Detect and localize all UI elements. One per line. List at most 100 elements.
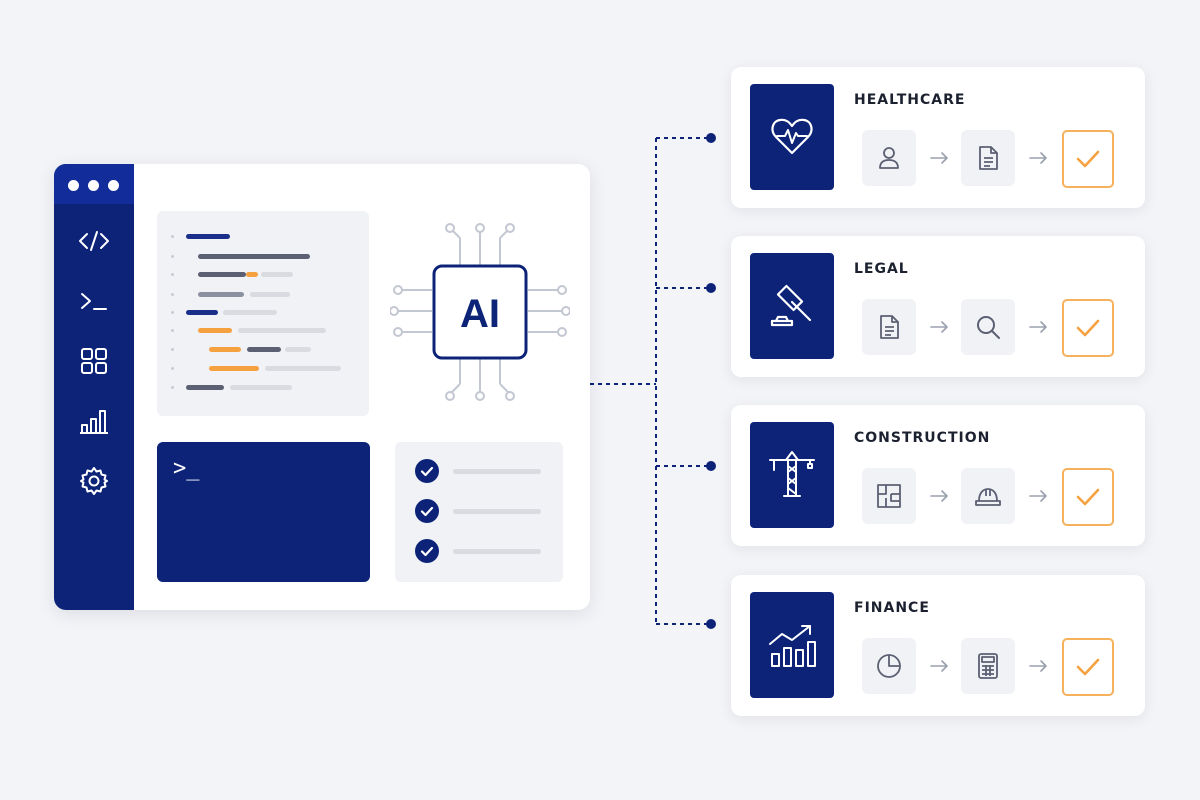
task-item[interactable] bbox=[415, 499, 545, 523]
gavel-icon bbox=[770, 284, 812, 327]
arrow-right-icon bbox=[930, 321, 948, 333]
code-line bbox=[230, 385, 292, 390]
window-control-dot[interactable] bbox=[88, 180, 99, 191]
arrow-right-icon bbox=[1029, 660, 1047, 672]
workflow-complete-step[interactable] bbox=[1062, 130, 1114, 188]
industry-card-legal[interactable]: LEGAL bbox=[731, 236, 1145, 377]
search-icon bbox=[977, 316, 1000, 339]
arrow-right-icon bbox=[930, 490, 948, 502]
code-line bbox=[250, 292, 290, 297]
check-icon bbox=[1076, 319, 1100, 337]
arrow-right-icon bbox=[930, 152, 948, 164]
workflow-step[interactable] bbox=[961, 299, 1015, 355]
workflow-complete-step[interactable] bbox=[1062, 299, 1114, 357]
workflow-step[interactable] bbox=[862, 638, 916, 694]
growth-chart-icon bbox=[769, 625, 816, 667]
terminal-icon[interactable] bbox=[76, 283, 112, 319]
task-text-placeholder bbox=[453, 469, 541, 474]
workflow-step[interactable] bbox=[961, 638, 1015, 694]
code-line bbox=[265, 366, 341, 371]
code-line bbox=[223, 310, 277, 315]
ai-chip-label: AI bbox=[460, 292, 500, 336]
industry-tile bbox=[750, 592, 834, 698]
pie-chart-icon bbox=[877, 654, 901, 678]
ai-chip-graphic: AI bbox=[390, 223, 570, 401]
check-icon bbox=[1076, 488, 1100, 506]
code-line bbox=[198, 292, 244, 297]
code-line bbox=[238, 328, 326, 333]
check-icon bbox=[1076, 658, 1100, 676]
crane-icon bbox=[769, 451, 815, 497]
code-token bbox=[246, 272, 258, 277]
code-token bbox=[209, 366, 259, 371]
code-token bbox=[198, 328, 232, 333]
code-line bbox=[247, 347, 281, 352]
window-title-bar bbox=[54, 164, 134, 204]
task-item[interactable] bbox=[415, 459, 545, 483]
arrow-right-icon bbox=[1029, 321, 1047, 333]
task-text-placeholder bbox=[453, 549, 541, 554]
workflow-complete-step[interactable] bbox=[1062, 638, 1114, 696]
code-line bbox=[186, 310, 218, 315]
line-number bbox=[171, 329, 174, 332]
window-control-dot[interactable] bbox=[108, 180, 119, 191]
heart-pulse-icon bbox=[771, 118, 813, 155]
code-line bbox=[186, 234, 230, 239]
arrow-right-icon bbox=[1029, 152, 1047, 164]
workflow-step[interactable] bbox=[961, 468, 1015, 524]
document-icon bbox=[880, 315, 899, 339]
blueprint-icon bbox=[877, 484, 901, 508]
line-number bbox=[171, 311, 174, 314]
check-icon bbox=[1076, 150, 1100, 168]
code-icon[interactable] bbox=[76, 223, 112, 259]
code-line bbox=[198, 272, 246, 277]
hard-hat-icon bbox=[975, 488, 1001, 506]
code-line bbox=[198, 254, 310, 259]
industry-title: HEALTHCARE bbox=[854, 92, 966, 108]
check-circle-icon bbox=[415, 539, 439, 563]
terminal-prompt: >_ bbox=[173, 456, 200, 481]
industry-tile bbox=[750, 422, 834, 528]
code-line bbox=[186, 385, 224, 390]
workflow-step[interactable] bbox=[961, 130, 1015, 186]
workflow-step[interactable] bbox=[862, 299, 916, 355]
line-number bbox=[171, 235, 174, 238]
code-token bbox=[209, 347, 241, 352]
app-window: AI >_ bbox=[54, 164, 590, 610]
industry-card-healthcare[interactable]: HEALTHCARE bbox=[731, 67, 1145, 208]
industry-tile bbox=[750, 253, 834, 359]
industry-card-construction[interactable]: CONSTRUCTION bbox=[731, 405, 1145, 546]
grid-icon[interactable] bbox=[76, 343, 112, 379]
user-icon bbox=[879, 147, 899, 169]
line-number bbox=[171, 348, 174, 351]
task-item[interactable] bbox=[415, 539, 545, 563]
industry-title: CONSTRUCTION bbox=[854, 430, 991, 446]
ai-chip-body bbox=[432, 264, 528, 360]
task-checklist bbox=[395, 442, 563, 582]
line-number bbox=[171, 273, 174, 276]
check-circle-icon bbox=[415, 459, 439, 483]
calculator-icon bbox=[978, 653, 998, 679]
bar-chart-icon[interactable] bbox=[76, 403, 112, 439]
gear-icon[interactable] bbox=[76, 463, 112, 499]
code-editor-panel bbox=[157, 211, 369, 416]
industry-title: LEGAL bbox=[854, 261, 909, 277]
industry-title: FINANCE bbox=[854, 600, 930, 616]
industry-tile bbox=[750, 84, 834, 190]
window-control-dot[interactable] bbox=[68, 180, 79, 191]
workflow-complete-step[interactable] bbox=[1062, 468, 1114, 526]
sidebar bbox=[54, 164, 134, 610]
document-icon bbox=[979, 146, 998, 170]
task-text-placeholder bbox=[453, 509, 541, 514]
arrow-right-icon bbox=[930, 660, 948, 672]
line-number bbox=[171, 386, 174, 389]
code-line bbox=[261, 272, 293, 277]
arrow-right-icon bbox=[1029, 490, 1047, 502]
workflow-step[interactable] bbox=[862, 130, 916, 186]
line-number bbox=[171, 255, 174, 258]
terminal-panel[interactable]: >_ bbox=[157, 442, 370, 582]
industry-card-finance[interactable]: FINANCE bbox=[731, 575, 1145, 716]
line-number bbox=[171, 293, 174, 296]
workflow-step[interactable] bbox=[862, 468, 916, 524]
